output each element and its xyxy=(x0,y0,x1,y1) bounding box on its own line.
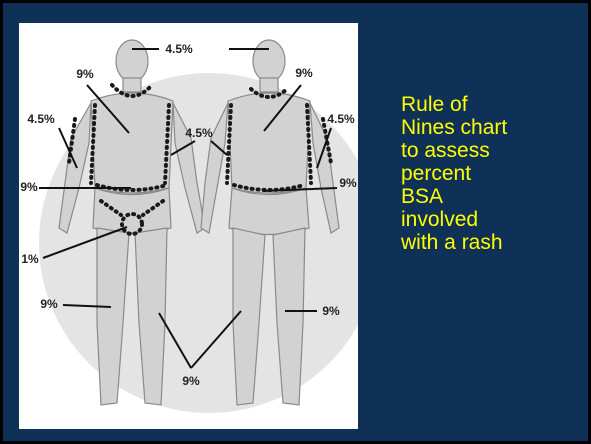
label-front-leg: 9% xyxy=(40,297,58,311)
back-neck xyxy=(260,78,278,92)
rule-of-nines-diagram: 4.5% 9% 9% 4.5% 4.5% 4.5% 9% 9% 1% 9% 9%… xyxy=(19,23,358,429)
caption-line: Rule of xyxy=(401,93,581,116)
caption-text: Rule of Nines chart to assess percent BS… xyxy=(401,93,581,254)
caption-line: percent xyxy=(401,162,581,185)
label-front-abdomen: 9% xyxy=(20,180,38,194)
back-torso xyxy=(228,93,310,193)
caption-line: with a rash xyxy=(401,231,581,254)
label-right-arm-back: 4.5% xyxy=(327,112,355,126)
label-arm-middle: 4.5% xyxy=(185,126,213,140)
back-buttocks xyxy=(229,188,309,235)
caption-line: BSA xyxy=(401,185,581,208)
rule-of-nines-figure: 4.5% 9% 9% 4.5% 4.5% 4.5% 9% 9% 1% 9% 9%… xyxy=(19,23,358,429)
label-genital: 1% xyxy=(21,252,39,266)
front-head xyxy=(116,40,148,82)
label-back-leg: 9% xyxy=(322,304,340,318)
caption-line: to assess xyxy=(401,139,581,162)
label-front-chest: 9% xyxy=(76,67,94,81)
label-back-lower: 9% xyxy=(339,176,357,190)
caption-line: Nines chart xyxy=(401,116,581,139)
front-pelvis xyxy=(93,188,171,233)
caption-line: involved xyxy=(401,208,581,231)
label-legs-bottom: 9% xyxy=(182,374,200,388)
label-back-upper: 9% xyxy=(295,66,313,80)
front-neck xyxy=(123,78,141,92)
back-head xyxy=(253,40,285,82)
label-head: 4.5% xyxy=(165,42,193,56)
front-torso xyxy=(91,93,173,193)
label-left-arm-front: 4.5% xyxy=(27,112,55,126)
